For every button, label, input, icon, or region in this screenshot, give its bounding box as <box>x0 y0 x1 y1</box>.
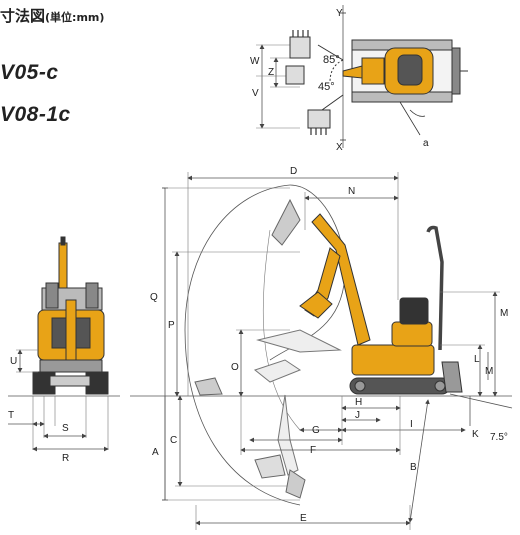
label-Q: Q <box>150 292 158 303</box>
label-O: O <box>231 362 239 373</box>
label-P: P <box>168 320 175 331</box>
label-F: F <box>310 445 316 456</box>
label-S: S <box>62 423 69 434</box>
label-R: R <box>62 453 69 464</box>
model-name-1: V05-c <box>0 61 59 84</box>
front-view <box>8 236 120 452</box>
label-A: A <box>152 447 159 458</box>
label-I: I <box>410 419 413 430</box>
label-Z: Z <box>268 67 274 78</box>
label-U: U <box>10 356 17 367</box>
label-D: D <box>290 166 297 177</box>
top-view <box>256 5 468 148</box>
label-V: V <box>252 88 259 99</box>
label-E: E <box>300 513 307 524</box>
label-K: K <box>472 429 479 440</box>
label-N: N <box>348 186 355 197</box>
label-T: T <box>8 410 14 421</box>
label-Y: Y <box>336 8 343 19</box>
page-title: 寸法図(単位:mm) <box>0 5 104 26</box>
label-C: C <box>170 435 177 446</box>
model-name-2: V08-1c <box>0 103 71 126</box>
label-W: W <box>250 56 260 67</box>
angle-85: 85° <box>323 54 340 66</box>
label-B: B <box>410 462 417 473</box>
label-G: G <box>312 425 320 436</box>
label-X: X <box>336 142 343 153</box>
title-text: 寸法図 <box>0 7 46 25</box>
label-M-outer: M <box>500 308 508 319</box>
side-view <box>130 172 513 530</box>
label-a: a <box>423 138 429 149</box>
label-H: H <box>355 397 362 408</box>
label-M-inner: M <box>485 366 493 377</box>
label-J: J <box>355 410 360 421</box>
title-unit: (単位:mm) <box>45 11 105 24</box>
label-L: L <box>474 354 480 365</box>
label-slope-angle: 7.5° <box>490 432 508 443</box>
angle-45: 45° <box>318 81 335 93</box>
